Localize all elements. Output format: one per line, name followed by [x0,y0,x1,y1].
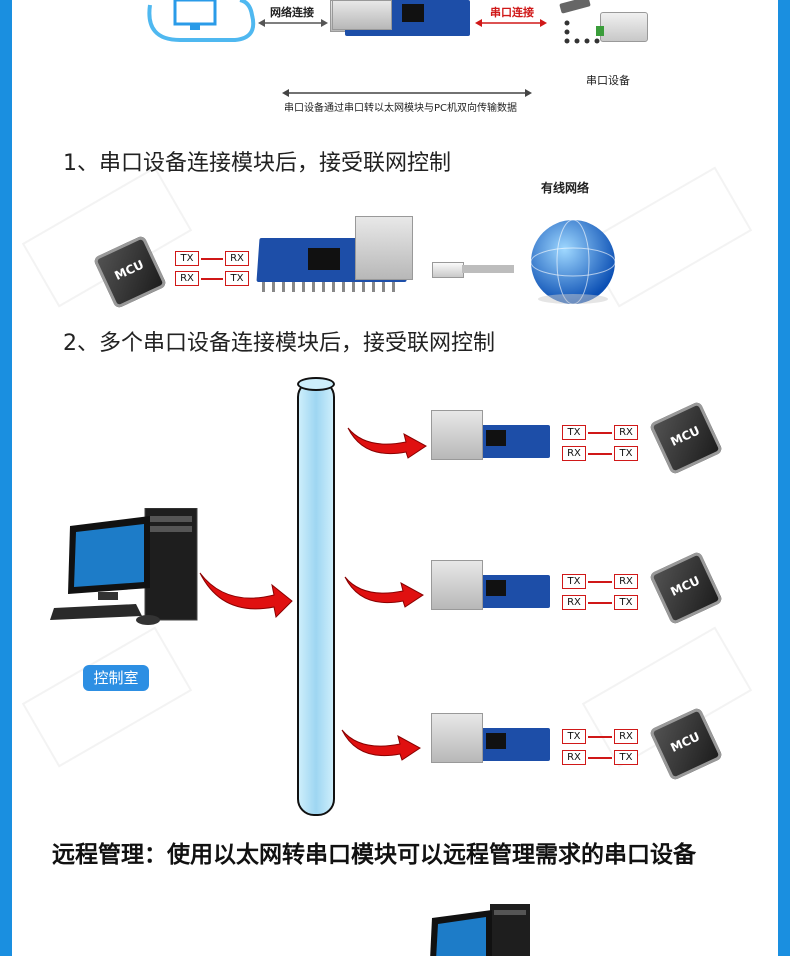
signal-tx: TX [562,425,586,440]
curved-arrow-icon [341,729,421,761]
top-caption: 串口设备通过串口转以太网模块与PC机双向传输数据 [284,103,518,114]
cloud-monitor-icon [147,0,256,42]
signal-rx: RX [562,446,586,461]
left-frame-border [0,0,12,956]
desktop-computer-icon [430,904,530,956]
curved-arrow-icon [199,572,293,619]
curved-arrow-icon [347,427,427,459]
serial-device-icon [559,0,591,14]
signal-tx: TX [225,271,249,286]
signal-rx: RX [175,271,199,286]
signal-tx: TX [562,574,586,589]
chip-icon [486,733,506,749]
right-frame-border [778,0,790,956]
serial-server-icon [600,12,648,42]
mcu-chip-icon: MCU [648,550,724,626]
chip-icon [486,430,506,446]
signal-rx: RX [614,425,638,440]
rj45-jack [355,216,413,280]
rj45-jack [431,713,483,763]
signal-rx: RX [562,750,586,765]
signal-tx: TX [175,251,199,266]
network-pipe [297,380,335,816]
rj45-jack [431,560,483,610]
signal-rx: RX [562,595,586,610]
network-cable [462,265,514,273]
signal-rx: RX [614,729,638,744]
signal-rx: RX [614,574,638,589]
control-room-badge: 控制室 [83,665,149,691]
wired-network-label: 有线网络 [541,181,590,195]
curved-arrow-icon [344,576,424,608]
section3-title: 远程管理：使用以太网转串口模块可以远程管理需求的串口设备 [52,842,696,868]
section1-title: 1、串口设备连接模块后，接受联网控制 [63,151,451,176]
pin-header [262,282,402,292]
serial-link-label: 串口连接 [490,6,534,19]
rj45-jack [431,410,483,460]
signal-tx: TX [614,750,638,765]
net-link-arrow [258,19,328,27]
signal-tx: TX [614,446,638,461]
serial-link-arrow [475,19,547,27]
rj45-jack-front [332,0,392,30]
pipe-top-cap [297,377,335,391]
dots-connector [564,20,600,44]
signal-line [201,258,223,260]
signal-rx: RX [225,251,249,266]
section2-title: 2、多个串口设备连接模块后，接受联网控制 [63,331,495,356]
signal-tx: TX [562,729,586,744]
chip-icon [308,248,340,270]
signal-line [588,581,612,583]
chip-icon [486,580,506,596]
rj45-plug [432,262,464,278]
serial-device-label: 串口设备 [586,74,630,87]
signal-line [588,602,612,604]
signal-line [588,453,612,455]
terminal-block-icon [596,26,604,36]
globe-icon [530,219,616,305]
signal-line [588,432,612,434]
mcu-chip-icon: MCU [648,400,724,476]
signal-tx: TX [614,595,638,610]
desktop-computer-icon [50,508,198,625]
signal-line [201,278,223,280]
signal-line [588,736,612,738]
chip-icon [402,4,424,22]
signal-line [588,757,612,759]
caption-arrow [282,89,532,97]
net-link-label: 网络连接 [270,6,314,19]
